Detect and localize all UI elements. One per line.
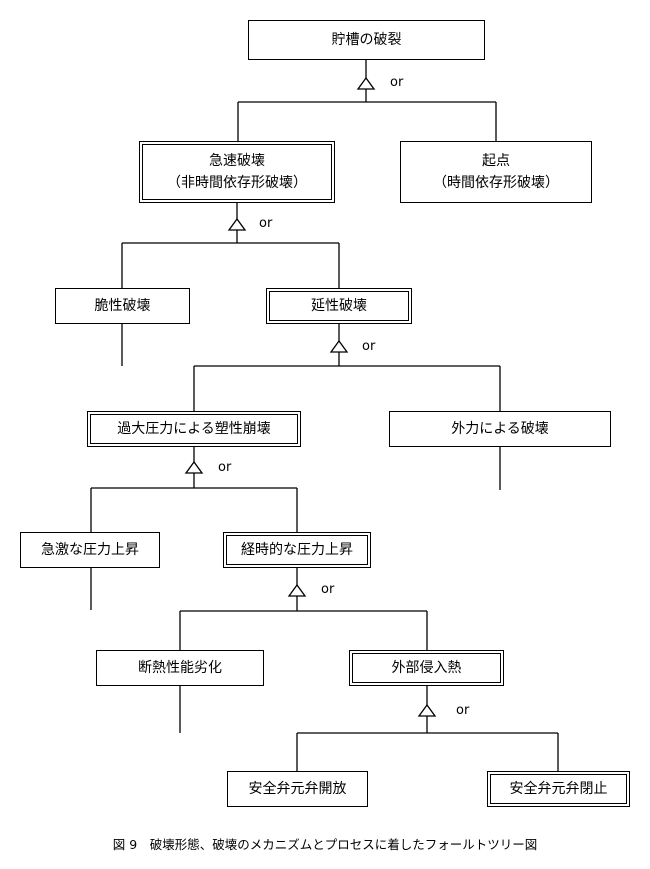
gate-label-1: or [390,75,404,90]
node-label: 急激な圧力上昇 [41,542,139,558]
node-sublabel: （時間依存形破壊） [433,175,559,191]
or-gate-2 [227,217,247,231]
gate-label-4: or [218,460,232,475]
node-label: 断熱性能劣化 [138,660,222,676]
gate-label-6: or [456,703,470,718]
node-label: 安全弁元弁開放 [248,781,347,797]
node-ductile-fracture: 延性破壊 [266,288,412,324]
node-valve-open: 安全弁元弁開放 [227,771,368,807]
figure-caption: 図 9 破壊形態、破壊のメカニズムとプロセスに着したフォールトツリー図 [112,837,538,852]
node-label: 延性破壊 [311,298,367,314]
node-external-heat-ingress: 外部侵入熱 [349,650,504,686]
or-gate-6 [417,703,437,717]
node-label: 外力による破壊 [451,421,549,437]
or-gate-1 [356,76,376,90]
node-rapid-fracture: 急速破壊 （非時間依存形破壊） [139,141,335,203]
gate-label-3: or [362,339,376,354]
node-label: 脆性破壊 [94,298,151,314]
node-brittle-fracture: 脆性破壊 [55,288,190,324]
node-label: 経時的な圧力上昇 [241,542,353,558]
node-label: 急速破壊 [209,153,265,169]
node-label: 過大圧力による塑性崩壊 [117,421,271,437]
node-valve-closed: 安全弁元弁閉止 [487,771,630,807]
node-label: 外部侵入熱 [391,660,462,676]
or-gate-4 [184,460,204,474]
or-gate-5 [287,583,307,597]
gate-label-2: or [259,216,273,231]
node-label: 安全弁元弁閉止 [509,781,608,797]
node-insulation-degradation: 断熱性能劣化 [96,650,264,686]
node-label: 起点 [482,153,510,169]
node-external-force: 外力による破壊 [389,411,611,447]
node-top-event: 貯槽の破裂 [248,20,485,60]
node-plastic-collapse: 過大圧力による塑性崩壊 [87,411,301,447]
node-sublabel: （非時間依存形破壊） [167,175,307,191]
node-label: 貯槽の破裂 [331,32,402,48]
node-origin: 起点 （時間依存形破壊） [400,141,592,203]
node-sudden-pressure-rise: 急激な圧力上昇 [20,532,160,568]
node-gradual-pressure-rise: 経時的な圧力上昇 [223,532,371,568]
gate-label-5: or [321,582,335,597]
or-gate-3 [329,339,349,353]
